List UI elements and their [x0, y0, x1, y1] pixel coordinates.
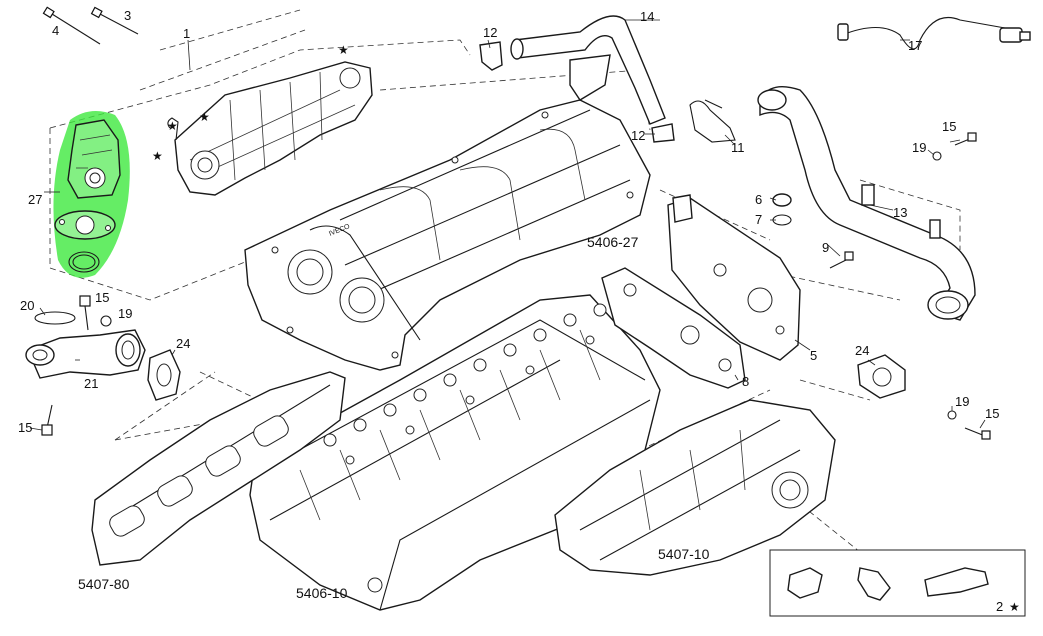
coolant-pipe-13: [757, 86, 976, 321]
washer-19-lower-right: [947, 410, 957, 420]
egr-valve: [67, 119, 121, 199]
callout-12-top[interactable]: 12: [483, 25, 497, 40]
bolt-15-left-upper: [79, 295, 91, 331]
callout-15-left-upper[interactable]: 15: [95, 290, 109, 305]
washer-19-upper-right: [932, 151, 942, 161]
callout-17[interactable]: 17: [908, 38, 922, 53]
sensor-17: [837, 16, 1031, 50]
callout-14[interactable]: 14: [640, 9, 654, 24]
callout-15-left-lower[interactable]: 15: [18, 420, 32, 435]
callout-15-lower-right[interactable]: 15: [985, 406, 999, 421]
callout-24-left[interactable]: 24: [176, 336, 190, 351]
egr-valve-highlight[interactable]: [53, 111, 130, 278]
cap-6: [772, 193, 792, 207]
callout-20[interactable]: 20: [20, 298, 34, 313]
bolt-15-upper-right: [954, 132, 977, 146]
egr-valve-oring: [68, 251, 100, 273]
washer-19-left: [100, 315, 112, 327]
callout-12-lower[interactable]: 12: [631, 128, 645, 143]
clip-12-top: [479, 41, 503, 71]
head-holes: [323, 303, 607, 593]
bolt-3: [90, 6, 139, 35]
egr-pipe-21: [25, 329, 146, 379]
callout-8[interactable]: 8: [742, 374, 749, 389]
callouts: 1 3 4 27 12 14 12 11 17 15 19 6 7 13 9 5…: [18, 8, 1003, 614]
callout-3[interactable]: 3: [124, 8, 131, 23]
callout-27[interactable]: 27: [28, 192, 42, 207]
group-codes: 5406-27 5407-10 5407-80 5406-10: [78, 234, 710, 601]
gasket-24-left: [147, 349, 181, 401]
callout-11[interactable]: 11: [731, 140, 745, 155]
bolt-4: [42, 6, 101, 45]
coolant-pipe-14: [510, 15, 666, 125]
group-code-5407-80[interactable]: 5407-80: [78, 576, 130, 592]
star-marker: ★: [199, 110, 210, 124]
star-markers: ★ ★ ★ ★ ★: [152, 43, 1020, 614]
egr-valve-gasket: [54, 210, 116, 240]
clip-12-lower: [651, 123, 675, 143]
callout-9[interactable]: 9: [822, 240, 829, 255]
callout-4[interactable]: 4: [52, 23, 59, 38]
callout-6[interactable]: 6: [755, 192, 762, 207]
gasket-24-right: [857, 354, 906, 399]
star-marker: ★: [152, 149, 163, 163]
manifold-right: [554, 399, 836, 576]
callout-7[interactable]: 7: [755, 212, 762, 227]
callout-21[interactable]: 21: [84, 376, 98, 391]
callout-19-upper-right[interactable]: 19: [912, 140, 926, 155]
callout-5[interactable]: 5: [810, 348, 817, 363]
inset-box-2: [769, 549, 1026, 617]
callout-19-left[interactable]: 19: [118, 306, 132, 321]
bracket-11: [689, 99, 736, 143]
cam-carrier: IVECO: [244, 99, 651, 371]
bolt-15-left-lower: [41, 404, 53, 436]
exhaust-manifold-left: [91, 371, 346, 566]
callout-24-right[interactable]: 24: [855, 343, 869, 358]
star-marker: ★: [167, 119, 178, 133]
bolt-15-lower-right: [964, 427, 991, 440]
group-code-5407-10[interactable]: 5407-10: [658, 546, 710, 562]
group-code-5406-10[interactable]: 5406-10: [296, 585, 348, 601]
star-marker: ★: [338, 43, 349, 57]
callout-1[interactable]: 1: [183, 26, 190, 41]
intake-egr-module: [167, 61, 373, 196]
bolt-9: [829, 251, 854, 269]
thermostat-housing-5: [667, 194, 801, 361]
callout-2[interactable]: 2: [996, 599, 1003, 614]
gasket-8: [601, 267, 746, 389]
oring-20: [34, 311, 76, 325]
callout-15-upper-right[interactable]: 15: [942, 119, 956, 134]
group-code-5406-27[interactable]: 5406-27: [587, 234, 639, 250]
callout-13[interactable]: 13: [893, 205, 907, 220]
star-marker: ★: [1009, 600, 1020, 614]
leader-lines: [29, 19, 986, 431]
callout-19-lower-right[interactable]: 19: [955, 394, 969, 409]
cylinder-head: [249, 294, 661, 611]
